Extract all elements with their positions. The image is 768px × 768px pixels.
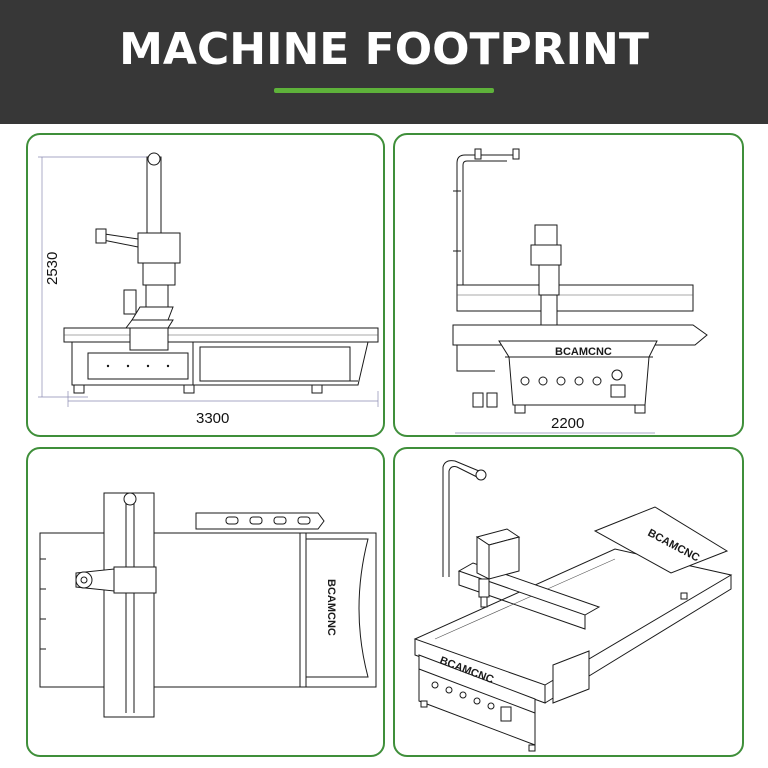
side-view-drawing: BCAMCNC 2200 — [452, 148, 708, 434]
front-view-panel: 2530 3300 — [26, 133, 385, 437]
isometric-view-panel: BCAMCNC BCAMCNC — [393, 447, 744, 757]
top-view-drawing: BCAMCNC — [39, 492, 377, 718]
header-banner: MACHINE FOOTPRINT — [0, 0, 768, 124]
front-view-drawing: 2530 3300 — [38, 152, 379, 427]
title-underline — [274, 88, 494, 93]
brand-label: BCAMCNC — [555, 346, 612, 358]
brand-label: BCAMCNC — [325, 579, 337, 636]
height-dimension-label: 2530 — [44, 252, 61, 285]
width-dimension-label: 3300 — [196, 410, 229, 427]
top-view-panel: BCAMCNC — [26, 447, 385, 757]
page-title: MACHINE FOOTPRINT — [119, 24, 649, 75]
isometric-view-drawing: BCAMCNC BCAMCNC — [413, 460, 733, 752]
width-dimension-label: 2200 — [551, 415, 584, 432]
side-view-panel: BCAMCNC 2200 — [393, 133, 744, 437]
